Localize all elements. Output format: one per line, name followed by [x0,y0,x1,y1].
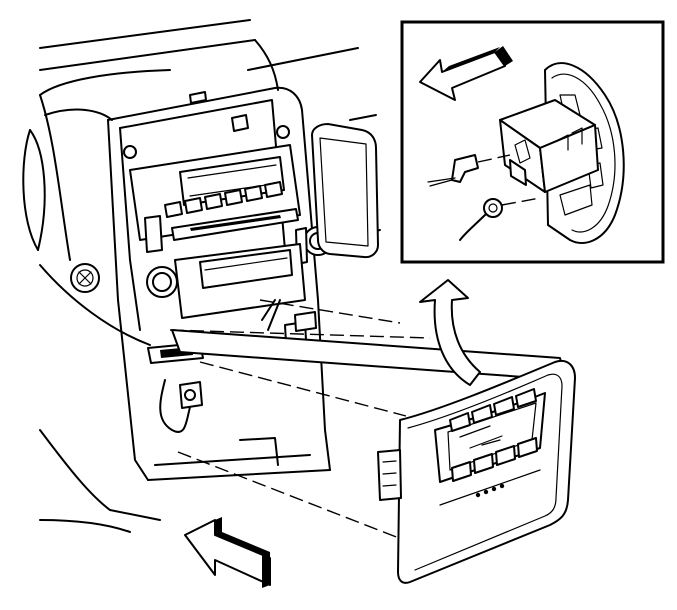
bulb-socket [459,197,541,241]
climate-control-bezel [171,329,576,584]
detail-inset [400,20,665,264]
removal-direction-arrow [419,46,513,101]
climate-buttons-top [449,388,537,432]
volume-knob [146,266,178,298]
wiring-harness [147,299,317,466]
radio-unit [129,144,333,319]
indicator-leds [475,483,505,498]
rotate-up-arrow [419,279,481,386]
install-direction-arrow [184,517,271,588]
side-vent [311,123,379,259]
dash-vent-knob [70,263,100,293]
alignment-lines [169,299,431,541]
climate-buttons-bottom [451,437,538,482]
hvac-control-module [499,99,599,216]
knob-detail [427,154,511,187]
